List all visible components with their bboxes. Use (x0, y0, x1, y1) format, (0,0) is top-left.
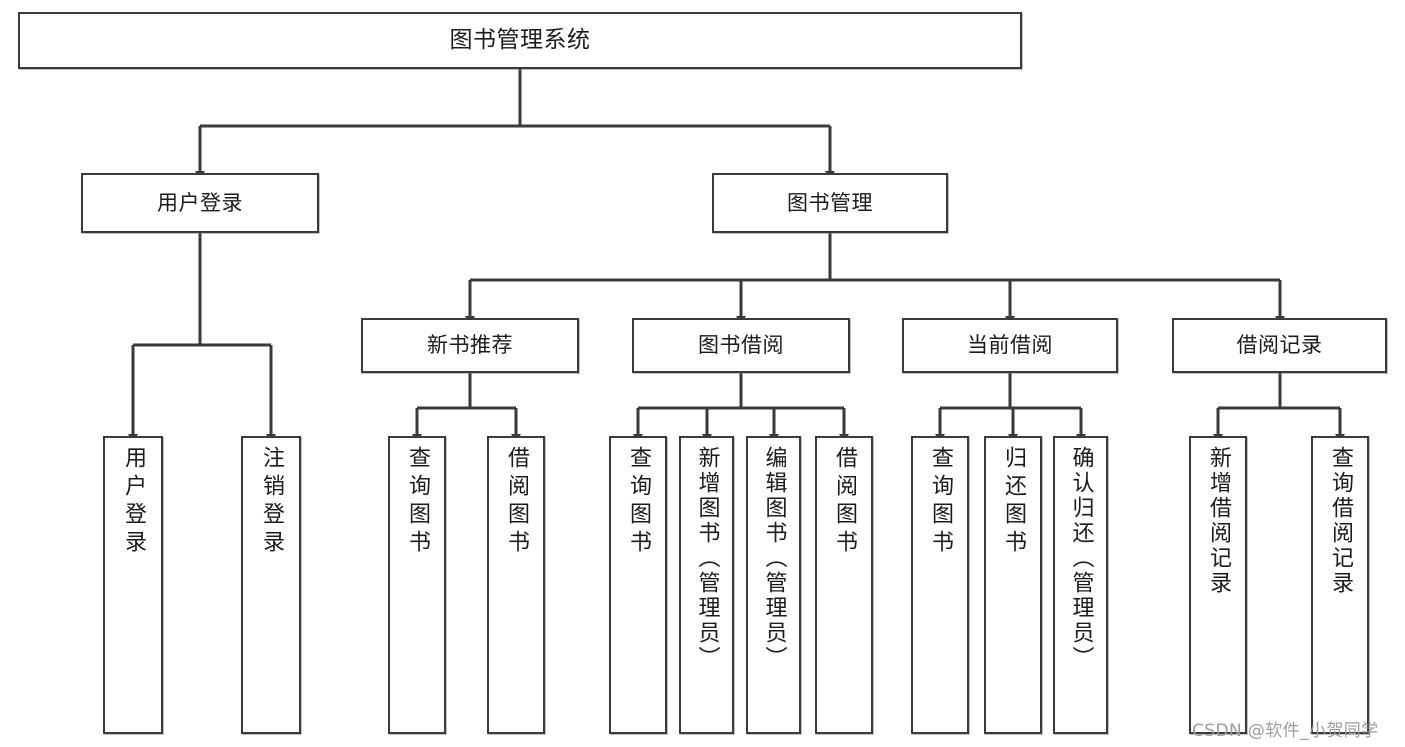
node-label: 图书借阅 (698, 333, 784, 358)
node-label: 当前借阅 (967, 333, 1053, 358)
node-leaf-rec-borrow[interactable]: 借阅图书 (487, 436, 545, 734)
node-book-borrow[interactable]: 图书借阅 (632, 318, 850, 373)
node-label: 用户登录 (121, 446, 146, 558)
node-current-borrow[interactable]: 当前借阅 (902, 318, 1118, 373)
node-label: 借阅图书 (504, 446, 529, 558)
node-label: 查询图书 (405, 446, 430, 558)
node-root[interactable]: 图书管理系统 (18, 12, 1022, 69)
node-label: 用户登录 (157, 190, 243, 215)
node-leaf-cb-return[interactable]: 归还图书 (984, 436, 1042, 734)
node-label: 归还图书 (1001, 446, 1026, 558)
node-label: 新书推荐 (427, 333, 513, 358)
node-borrow-record[interactable]: 借阅记录 (1172, 318, 1387, 373)
node-user-login[interactable]: 用户登录 (81, 173, 319, 233)
node-label: 编辑图书（管理员） (761, 446, 787, 671)
node-label: 借阅记录 (1236, 333, 1323, 358)
node-leaf-br-add[interactable]: 新增借阅记录 (1189, 436, 1247, 734)
node-leaf-br-query[interactable]: 查询借阅记录 (1311, 436, 1369, 734)
node-leaf-bb-add[interactable]: 新增图书（管理员） (679, 436, 734, 734)
node-label: 图书管理 (787, 190, 873, 215)
node-book-manage[interactable]: 图书管理 (712, 173, 948, 233)
node-label: 图书管理系统 (449, 26, 591, 53)
node-label: 新增借阅记录 (1206, 446, 1231, 596)
node-leaf-user-logout[interactable]: 注销登录 (241, 436, 301, 734)
node-leaf-rec-query[interactable]: 查询图书 (388, 436, 446, 734)
node-label: 查询图书 (928, 446, 953, 558)
node-leaf-cb-query[interactable]: 查询图书 (911, 436, 969, 734)
node-label: 借阅图书 (832, 446, 857, 558)
node-leaf-bb-query[interactable]: 查询图书 (609, 436, 667, 734)
node-label: 查询借阅记录 (1328, 446, 1353, 596)
node-label: 查询图书 (626, 446, 651, 558)
watermark: CSDN @软件_小贺同学 (1192, 721, 1379, 741)
node-leaf-bb-edit[interactable]: 编辑图书（管理员） (746, 436, 801, 734)
node-new-book-rec[interactable]: 新书推荐 (361, 318, 579, 373)
node-label: 注销登录 (259, 446, 284, 558)
node-label: 确认归还（管理员） (1068, 446, 1094, 671)
node-leaf-user-login[interactable]: 用户登录 (103, 436, 163, 734)
node-leaf-bb-borrow[interactable]: 借阅图书 (815, 436, 873, 734)
node-leaf-cb-confirm[interactable]: 确认归还（管理员） (1053, 436, 1108, 734)
node-label: 新增图书（管理员） (694, 446, 720, 671)
